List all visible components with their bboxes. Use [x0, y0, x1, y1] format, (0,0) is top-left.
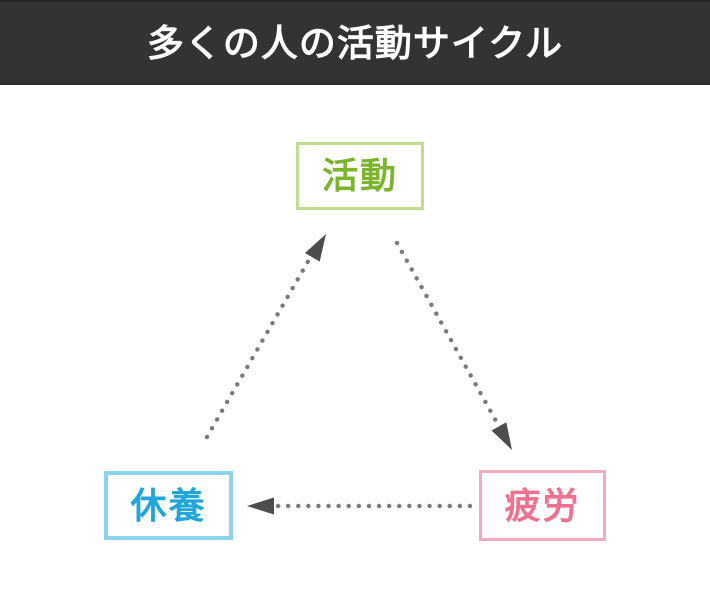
page-title: 多くの人の活動サイクル	[146, 23, 564, 64]
arrowhead	[247, 497, 274, 515]
node-activity: 活動	[296, 142, 424, 210]
dotted-line	[204, 255, 313, 440]
arrowhead	[491, 422, 512, 450]
node-rest: 休養	[104, 471, 233, 540]
node-fatigue: 疲労	[479, 470, 606, 541]
arrow-rest-to-activity	[204, 234, 326, 440]
arrowhead	[305, 234, 326, 262]
arrow-fatigue-to-rest	[247, 497, 473, 515]
title-bar: 多くの人の活動サイクル	[0, 0, 710, 85]
arrow-activity-to-fatigue	[394, 240, 512, 450]
dotted-line	[394, 240, 499, 424]
